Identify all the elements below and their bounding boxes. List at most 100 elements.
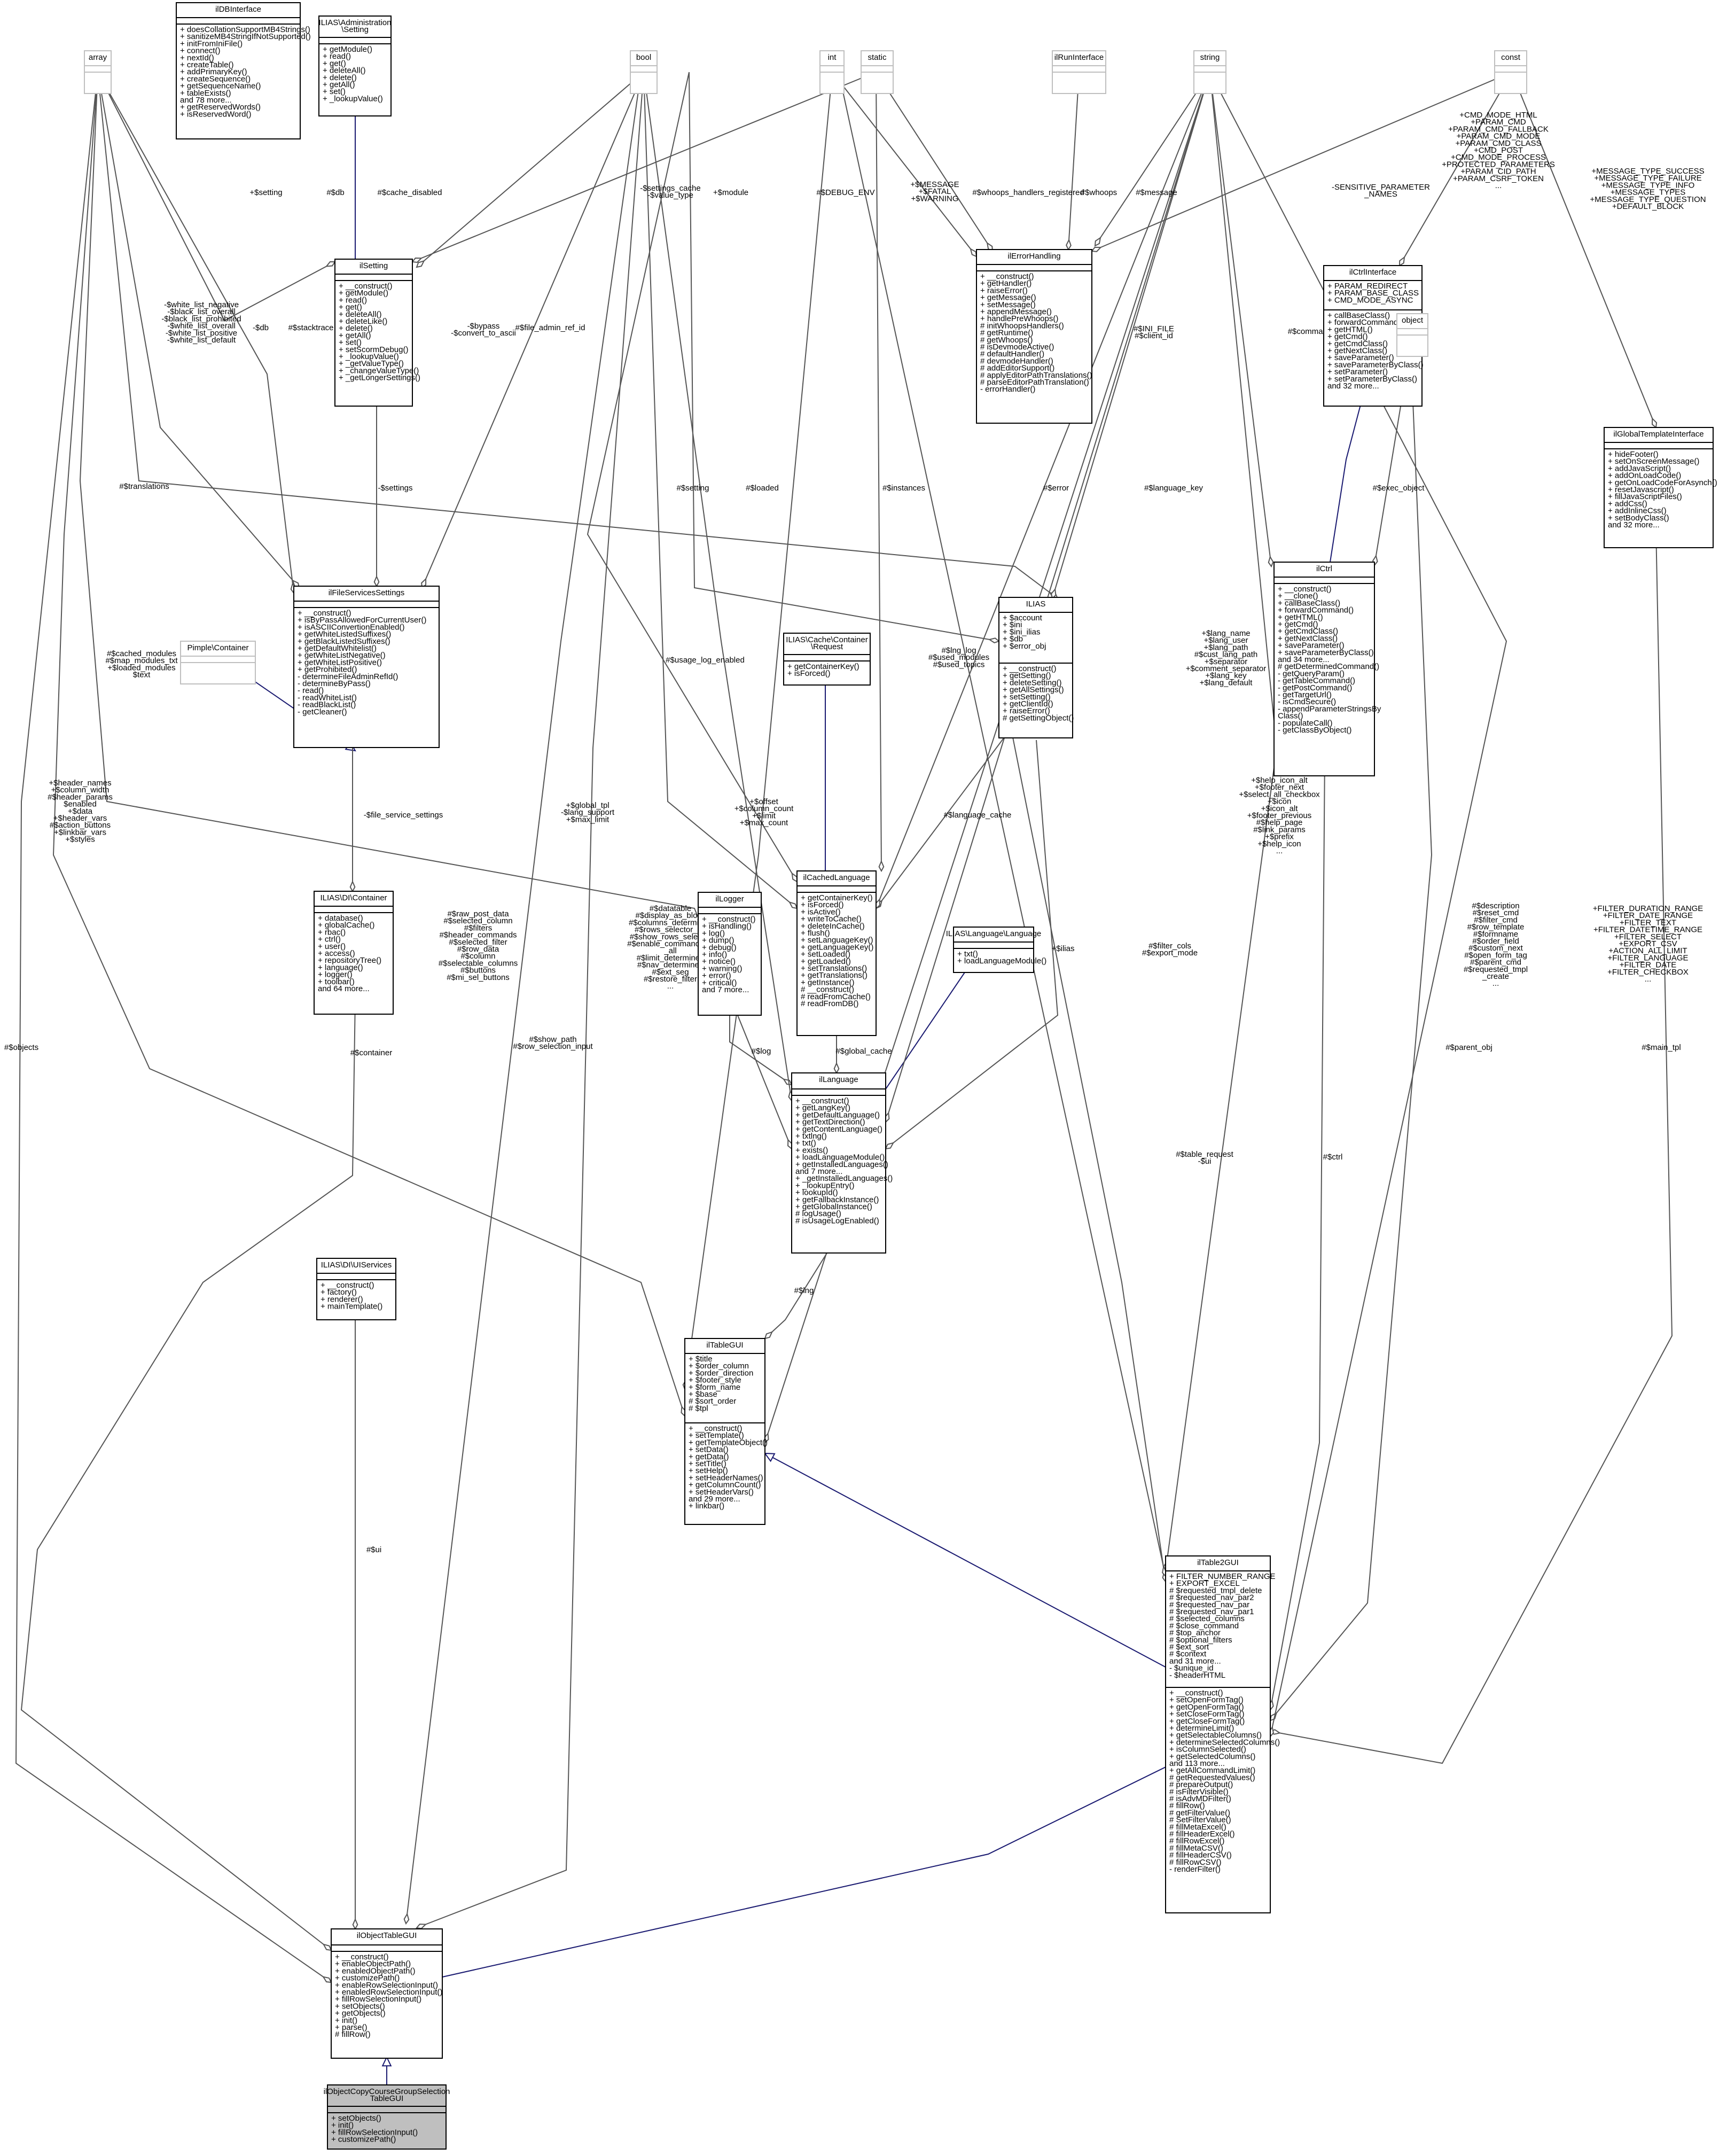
edge-label-line: #$help_page bbox=[1256, 818, 1303, 827]
edge-label-line: _create bbox=[1482, 972, 1509, 981]
edge-label-language-key: #$language_key bbox=[1144, 484, 1204, 493]
node-attribute: + $base bbox=[689, 1390, 717, 1399]
aggregation-diamond bbox=[791, 872, 798, 883]
edge-label-offset: +$offset+$column_count+$limit+$max_count bbox=[734, 797, 794, 828]
node-method: + debug() bbox=[702, 943, 737, 952]
usage-edge bbox=[587, 72, 798, 882]
edge-label-line: +$loaded_modules bbox=[107, 663, 175, 672]
usage-edge bbox=[689, 72, 999, 642]
edge-label-line: +$lang_path bbox=[1204, 643, 1248, 652]
node-title: ilCtrl bbox=[1316, 564, 1332, 573]
aggregation-diamond bbox=[970, 247, 978, 258]
node-attribute: + $account bbox=[1003, 613, 1043, 622]
aggregation-diamond bbox=[788, 901, 798, 909]
node-attribute: + PARAM_BASE_CLASS bbox=[1327, 289, 1419, 298]
node-attribute: + EXPORT_EXCEL bbox=[1169, 1579, 1240, 1588]
node-method: - isCmdSecure() bbox=[1278, 697, 1336, 706]
aggregation-diamond bbox=[1398, 256, 1405, 267]
node-method: + getHTML() bbox=[1327, 325, 1373, 334]
usage-edge bbox=[1068, 72, 1080, 250]
edge-label-line: #$requested_tmpl bbox=[1464, 965, 1528, 974]
node-title: \Request bbox=[811, 642, 843, 651]
edge-label-line: #$DEBUG_ENV bbox=[816, 188, 874, 197]
node-method: + addPrimaryKey() bbox=[180, 67, 247, 76]
edge-label-line: +EXPORT_CSV bbox=[1619, 939, 1677, 948]
node-il-object-table-gui: ilObjectTableGUI+ __construct()+ enableO… bbox=[331, 1928, 443, 2059]
edge-label-line: #$message bbox=[1136, 188, 1177, 197]
inheritance-edge bbox=[442, 1741, 1217, 1978]
edge-label-line: ... bbox=[1645, 975, 1652, 984]
edge-label-line: #$cached_modules bbox=[107, 649, 176, 658]
edge-label-line: -$lang_support bbox=[561, 808, 615, 817]
edge-label-container: #$container bbox=[350, 1048, 392, 1057]
edge-label-translations: #$translations bbox=[119, 482, 169, 491]
node-box bbox=[796, 870, 877, 1036]
edge-label-line: -$white_list_default bbox=[167, 336, 236, 345]
node-il-dbinterface: ilDBInterface+ doesCollationSupportMB4St… bbox=[176, 2, 311, 139]
node-method: + txtlng() bbox=[795, 1132, 827, 1141]
node-method: + getContainerKey() bbox=[787, 662, 859, 671]
node-title: array bbox=[89, 53, 107, 62]
node-attribute: # $selected_columns bbox=[1169, 1614, 1245, 1623]
edge-label-line: -$db bbox=[253, 323, 269, 332]
node-method: Class() bbox=[1278, 712, 1303, 721]
node-method: + getSequenceName() bbox=[180, 82, 261, 91]
node-method: + isReservedWord() bbox=[180, 110, 252, 119]
node-method: + mainTemplate() bbox=[321, 1302, 382, 1311]
node-box bbox=[791, 1072, 886, 1254]
node-attribute: - $headerHTML bbox=[1169, 1671, 1225, 1680]
edge-label-line: +$help_icon_alt bbox=[1251, 776, 1308, 785]
node-ilias: ILIAS+ $account+ $ini+ $ini_ilias+ $db+ … bbox=[998, 597, 1074, 738]
edge-label-line: +MESSAGE_TYPE_INFO bbox=[1601, 181, 1695, 190]
node-method: + getColumnCount() bbox=[689, 1481, 761, 1490]
edge-label-line: +MESSAGE_TYPE_SUCCESS bbox=[1591, 167, 1704, 176]
node-method: + logger() bbox=[318, 970, 353, 979]
edge-label-instances: #$instances bbox=[882, 484, 925, 493]
node-method: # defaultHandler() bbox=[980, 349, 1044, 359]
node-method: + getOpenFormTag() bbox=[1169, 1702, 1244, 1711]
node-attribute: # $ext_sort bbox=[1169, 1643, 1209, 1652]
node-title: ilCtrlInterface bbox=[1349, 268, 1396, 277]
node-method: # fillRow() bbox=[1169, 1801, 1205, 1810]
edge-label-line: #$export_mode bbox=[1142, 948, 1198, 958]
node-method: + delete() bbox=[339, 324, 373, 333]
node-box bbox=[293, 586, 440, 748]
node-method: + __construct() bbox=[335, 1952, 388, 1962]
edge-label-settings-cache: -$settings_cache-$value_type bbox=[640, 184, 700, 200]
edge-label-setting2: +$setting bbox=[249, 188, 282, 197]
node-method: + linkbar() bbox=[689, 1501, 724, 1511]
node-method: + getSetting() bbox=[1003, 671, 1051, 680]
edge-label-line: +$header_names bbox=[49, 779, 111, 788]
usage-edge bbox=[97, 72, 1058, 599]
usage-edge bbox=[1270, 336, 1433, 1721]
aggregation-diamond bbox=[1268, 555, 1274, 568]
node-method: and 29 more... bbox=[689, 1495, 740, 1504]
node-box bbox=[698, 892, 762, 1016]
usage-edge bbox=[876, 72, 993, 252]
node-method: + factory() bbox=[321, 1288, 357, 1297]
node-title: ilLogger bbox=[715, 894, 744, 904]
usage-edge bbox=[52, 72, 685, 1416]
edge-label-line: #$exec_object bbox=[1373, 484, 1425, 493]
edge-label-line: #$show_rows_selector bbox=[630, 932, 712, 941]
edge-label-line: #$limit_determined bbox=[637, 953, 705, 962]
node-method: + createTable() bbox=[180, 60, 233, 69]
node-method: + rbac() bbox=[318, 928, 346, 937]
node-method: # fillMetaCSV() bbox=[1169, 1843, 1223, 1853]
node-box bbox=[1604, 427, 1714, 548]
node-method: + raiseError() bbox=[1003, 706, 1050, 715]
edge-label-line: #$parent_obj bbox=[1445, 1043, 1492, 1052]
node-method: and 78 more... bbox=[180, 96, 232, 105]
node-method: + setTranslations() bbox=[801, 964, 867, 973]
node-attribute: + $ini_ilias bbox=[1003, 627, 1040, 636]
node-method: + toolbar() bbox=[318, 977, 355, 986]
edge-label-line: #$filters bbox=[464, 923, 493, 932]
node-method: + deleteAll() bbox=[323, 66, 365, 75]
node-method: + globalCache() bbox=[318, 921, 374, 930]
node-method: + __construct() bbox=[1003, 664, 1056, 673]
node-title: const bbox=[1501, 53, 1521, 62]
node-method: + deleteAll() bbox=[339, 310, 381, 319]
edge-label-global-cache: #$global_cache bbox=[835, 1047, 892, 1056]
node-title: \Setting bbox=[341, 25, 369, 34]
